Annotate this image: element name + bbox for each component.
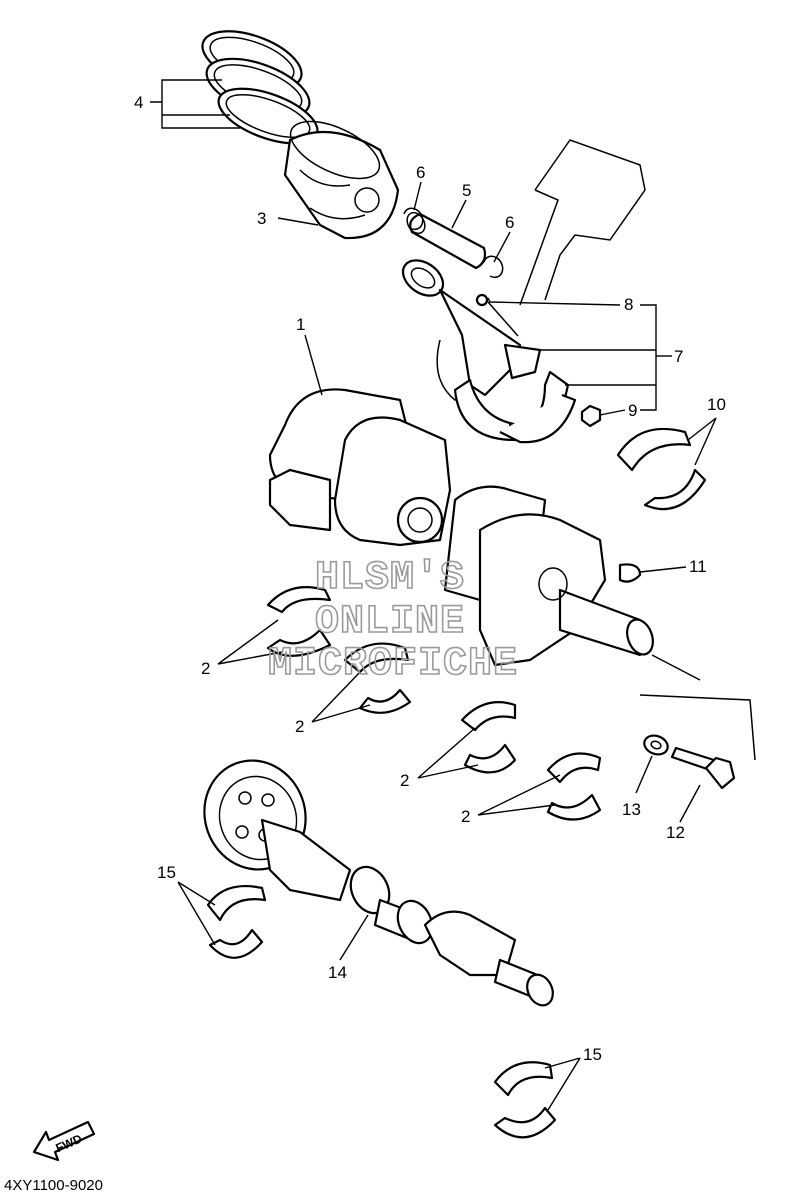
big-end-cap (499, 370, 577, 444)
fwd-arrow-icon: FWD (32, 1120, 96, 1162)
rod-nut (580, 404, 602, 428)
callout-15-lower: 15 (583, 1045, 602, 1064)
callout-5: 5 (462, 181, 471, 200)
callout-3: 3 (257, 209, 266, 228)
watermark-line-1: HLSM'S (315, 556, 465, 601)
bolt (670, 746, 736, 790)
piston-rings (201, 30, 319, 145)
callout-6-lower: 6 (505, 213, 514, 232)
callout-9: 9 (628, 401, 637, 420)
callout-1: 1 (296, 315, 305, 334)
circlip-left (403, 207, 424, 231)
connecting-rod (401, 259, 542, 442)
crankcase-outline (519, 139, 646, 306)
callout-2-a: 2 (201, 659, 210, 678)
washer (643, 734, 669, 756)
callout-6-upper: 6 (416, 163, 425, 182)
watermark-line-2: ONLINE (315, 600, 465, 645)
rod-bearing-shells (616, 427, 707, 511)
callout-4: 4 (134, 93, 143, 112)
callout-14: 14 (328, 963, 347, 982)
balancer-shaft (203, 759, 554, 1007)
balancer-bearing-shells (206, 884, 557, 1139)
crankshaft (268, 388, 701, 681)
callout-10: 10 (707, 395, 726, 414)
woodruff-key (618, 563, 642, 583)
watermark: HLSM'S ONLINE MICROFICHE (267, 555, 518, 688)
callout-8: 8 (624, 295, 633, 314)
leader-lines (150, 79, 717, 1111)
callout-11: 11 (689, 557, 707, 576)
callout-numbers: 4 6 5 6 3 8 1 7 9 10 11 2 2 2 2 13 12 15… (134, 93, 726, 1064)
bolt-bracket (639, 694, 756, 761)
diagram-code: 4XY1100-9020 (4, 1177, 103, 1194)
callout-13: 13 (622, 800, 641, 819)
callout-2-b: 2 (295, 717, 304, 736)
callout-2-d: 2 (461, 807, 470, 826)
callout-2-c: 2 (400, 771, 409, 790)
piston-pin (406, 211, 487, 270)
circlip-right (483, 255, 504, 279)
crankcase-ghost (436, 339, 471, 401)
watermark-line-3: MICROFICHE (268, 642, 518, 687)
callout-12: 12 (666, 823, 685, 842)
callout-7: 7 (674, 347, 683, 366)
piston (283, 120, 400, 240)
callout-15-upper: 15 (157, 863, 176, 882)
